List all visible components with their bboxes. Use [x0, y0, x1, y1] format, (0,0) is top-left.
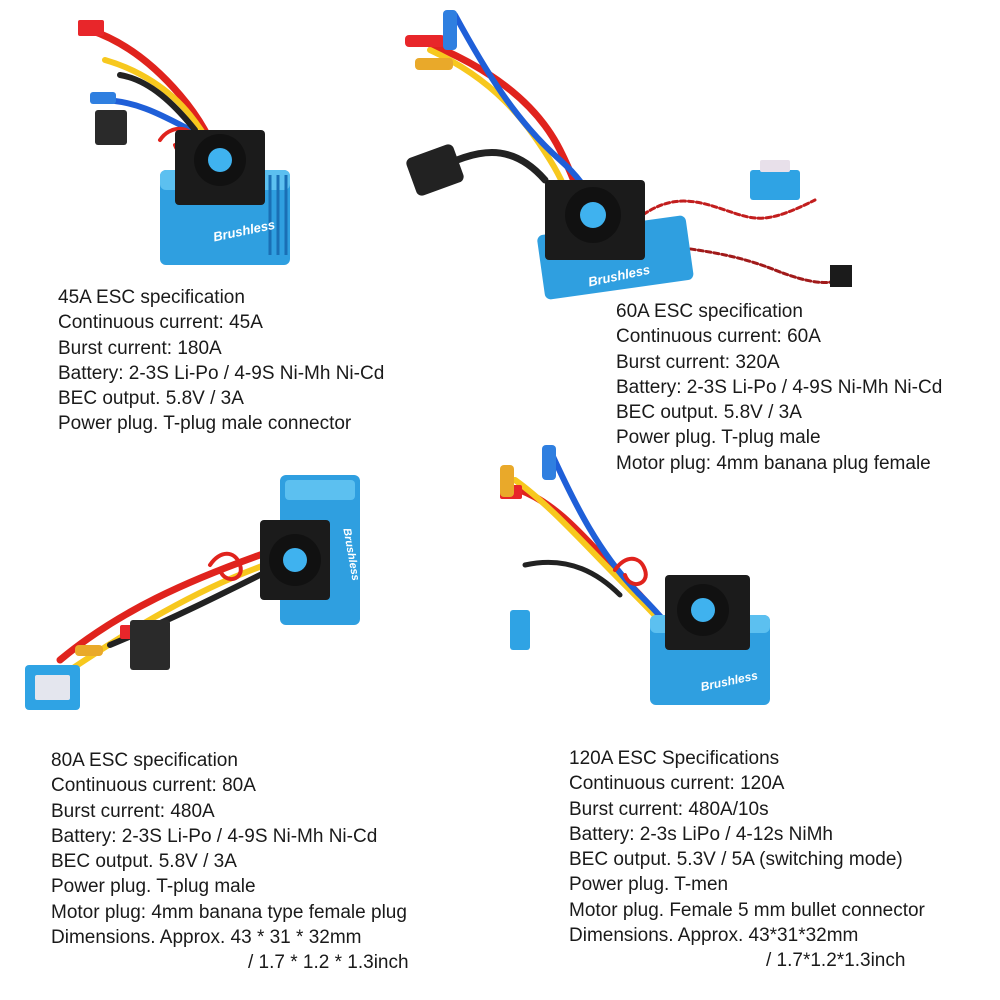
spec-line: Battery: 2-3S Li-Po / 4-9S Ni-Mh Ni-Cd [616, 376, 943, 398]
esc-housing [650, 575, 770, 705]
servo-lead-block [130, 620, 170, 670]
servo-lead-block [95, 110, 127, 145]
spec-line: Battery: 2-3S Li-Po / 4-9S Ni-Mh Ni-Cd [58, 362, 385, 384]
bullet-connector-gold [75, 645, 103, 656]
esc-housing [537, 180, 694, 300]
spec-line: Motor plug: 4mm banana type female plug [51, 901, 407, 923]
esc-housing [260, 475, 360, 625]
spec-line: Burst current: 320A [616, 351, 780, 373]
bullet-connector-red [405, 35, 445, 47]
esc-120a-photo: Brushless [500, 445, 770, 705]
spec-line: BEC output. 5.8V / 3A [58, 388, 244, 410]
spec-line: Battery: 2-3S Li-Po / 4-9S Ni-Mh Ni-Cd [51, 825, 378, 847]
esc-housing [160, 130, 290, 265]
wire-black [522, 559, 623, 598]
bullet-connector-gold [415, 58, 453, 70]
servo-connector [830, 265, 852, 287]
spec-heading: 120A ESC Specifications [569, 748, 780, 769]
bullet-connector-blue [90, 92, 116, 104]
spec-line: Power plug. T-plug male connector [58, 413, 352, 435]
spec-line: Burst current: 480A [51, 800, 215, 822]
spec-line: Power plug. T-plug male [616, 427, 821, 449]
spec-heading: 45A ESC specification [58, 287, 245, 308]
servo-plug-black [406, 144, 464, 196]
bullet-connector-blue [542, 445, 556, 480]
spec-line: Dimensions. Approx. 43 * 31 * 32mm [51, 927, 362, 949]
wire-coil [208, 551, 243, 581]
spec-block-45a: 45A ESC specification Continuous current… [58, 285, 384, 437]
power-switch [510, 610, 530, 650]
bec-switch-lead [623, 198, 817, 232]
spec-line: BEC output. 5.8V / 3A [616, 402, 802, 424]
esc-80a-photo: Brushless [25, 475, 361, 710]
spec-line: Power plug. T-plug male [51, 876, 256, 898]
spec-line: Continuous current: 80A [51, 775, 256, 797]
spec-continuation: / 1.7 * 1.2 * 1.3inch [248, 952, 409, 974]
wire-coil [613, 556, 648, 586]
spec-block-120a: 120A ESC Specifications Continuous curre… [569, 746, 925, 974]
spec-block-80a: 80A ESC specification Continuous current… [51, 748, 409, 976]
spec-line: Motor plug. Female 5 mm bullet connector [569, 899, 925, 921]
t-plug-connector [78, 20, 104, 36]
spec-line: Battery: 2-3s LiPo / 4-12s NiMh [569, 823, 833, 845]
power-switch [750, 170, 800, 200]
spec-line: Continuous current: 45A [58, 312, 263, 334]
spec-line: BEC output. 5.3V / 5A (switching mode) [569, 849, 903, 871]
spec-line: BEC output. 5.8V / 3A [51, 851, 237, 873]
bullet-connector-blue [443, 10, 457, 50]
bullet-connector-gold [500, 465, 514, 497]
spec-line: Burst current: 180A [58, 337, 222, 359]
spec-heading: 60A ESC specification [616, 301, 803, 322]
spec-continuation: / 1.7*1.2*1.3inch [766, 950, 906, 972]
esc-45a-photo: Brushless [78, 20, 290, 265]
esc-60a-photo: Brushless [405, 10, 852, 300]
spec-line: Continuous current: 120A [569, 773, 785, 795]
spec-line: Burst current: 480A/10s [569, 798, 769, 820]
spec-line: Continuous current: 60A [616, 326, 821, 348]
spec-line: Motor plug: 4mm banana plug female [616, 452, 931, 474]
spec-line: Power plug. T-men [569, 874, 729, 896]
spec-heading: 80A ESC specification [51, 750, 238, 771]
spec-line: Dimensions. Approx. 43*31*32mm [569, 925, 859, 947]
spec-block-60a: 60A ESC specification Continuous current… [616, 299, 942, 476]
wire-black [117, 72, 198, 133]
